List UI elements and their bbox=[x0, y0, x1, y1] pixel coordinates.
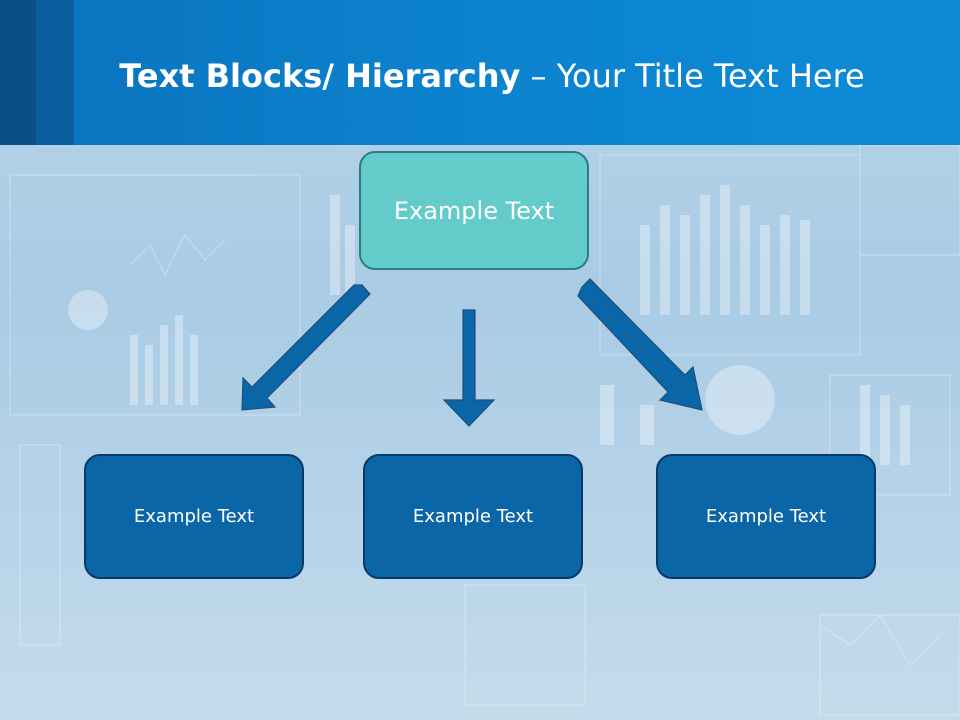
title-bar-accent bbox=[36, 0, 74, 145]
slide-title-dash: – bbox=[520, 57, 557, 95]
slide-title: Text Blocks/ Hierarchy – Your Title Text… bbox=[0, 56, 960, 96]
title-bar-accent-dark bbox=[0, 0, 36, 145]
child-text-1: Example Text bbox=[133, 506, 255, 527]
title-bar: Text Blocks/ Hierarchy – Your Title Text… bbox=[0, 0, 960, 145]
child-text-block-2: Example Text bbox=[363, 454, 583, 579]
child-text-2: Example Text bbox=[412, 506, 534, 527]
slide-title-bold: Text Blocks/ Hierarchy bbox=[119, 57, 521, 95]
child-text-3: Example Text bbox=[705, 506, 827, 527]
top-level-text: Example Text bbox=[393, 196, 555, 225]
child-text-block-3: Example Text bbox=[656, 454, 876, 579]
top-level-text-block: Example Text bbox=[359, 151, 589, 270]
slide-title-rest: Your Title Text Here bbox=[556, 57, 865, 95]
child-text-block-1: Example Text bbox=[84, 454, 304, 579]
